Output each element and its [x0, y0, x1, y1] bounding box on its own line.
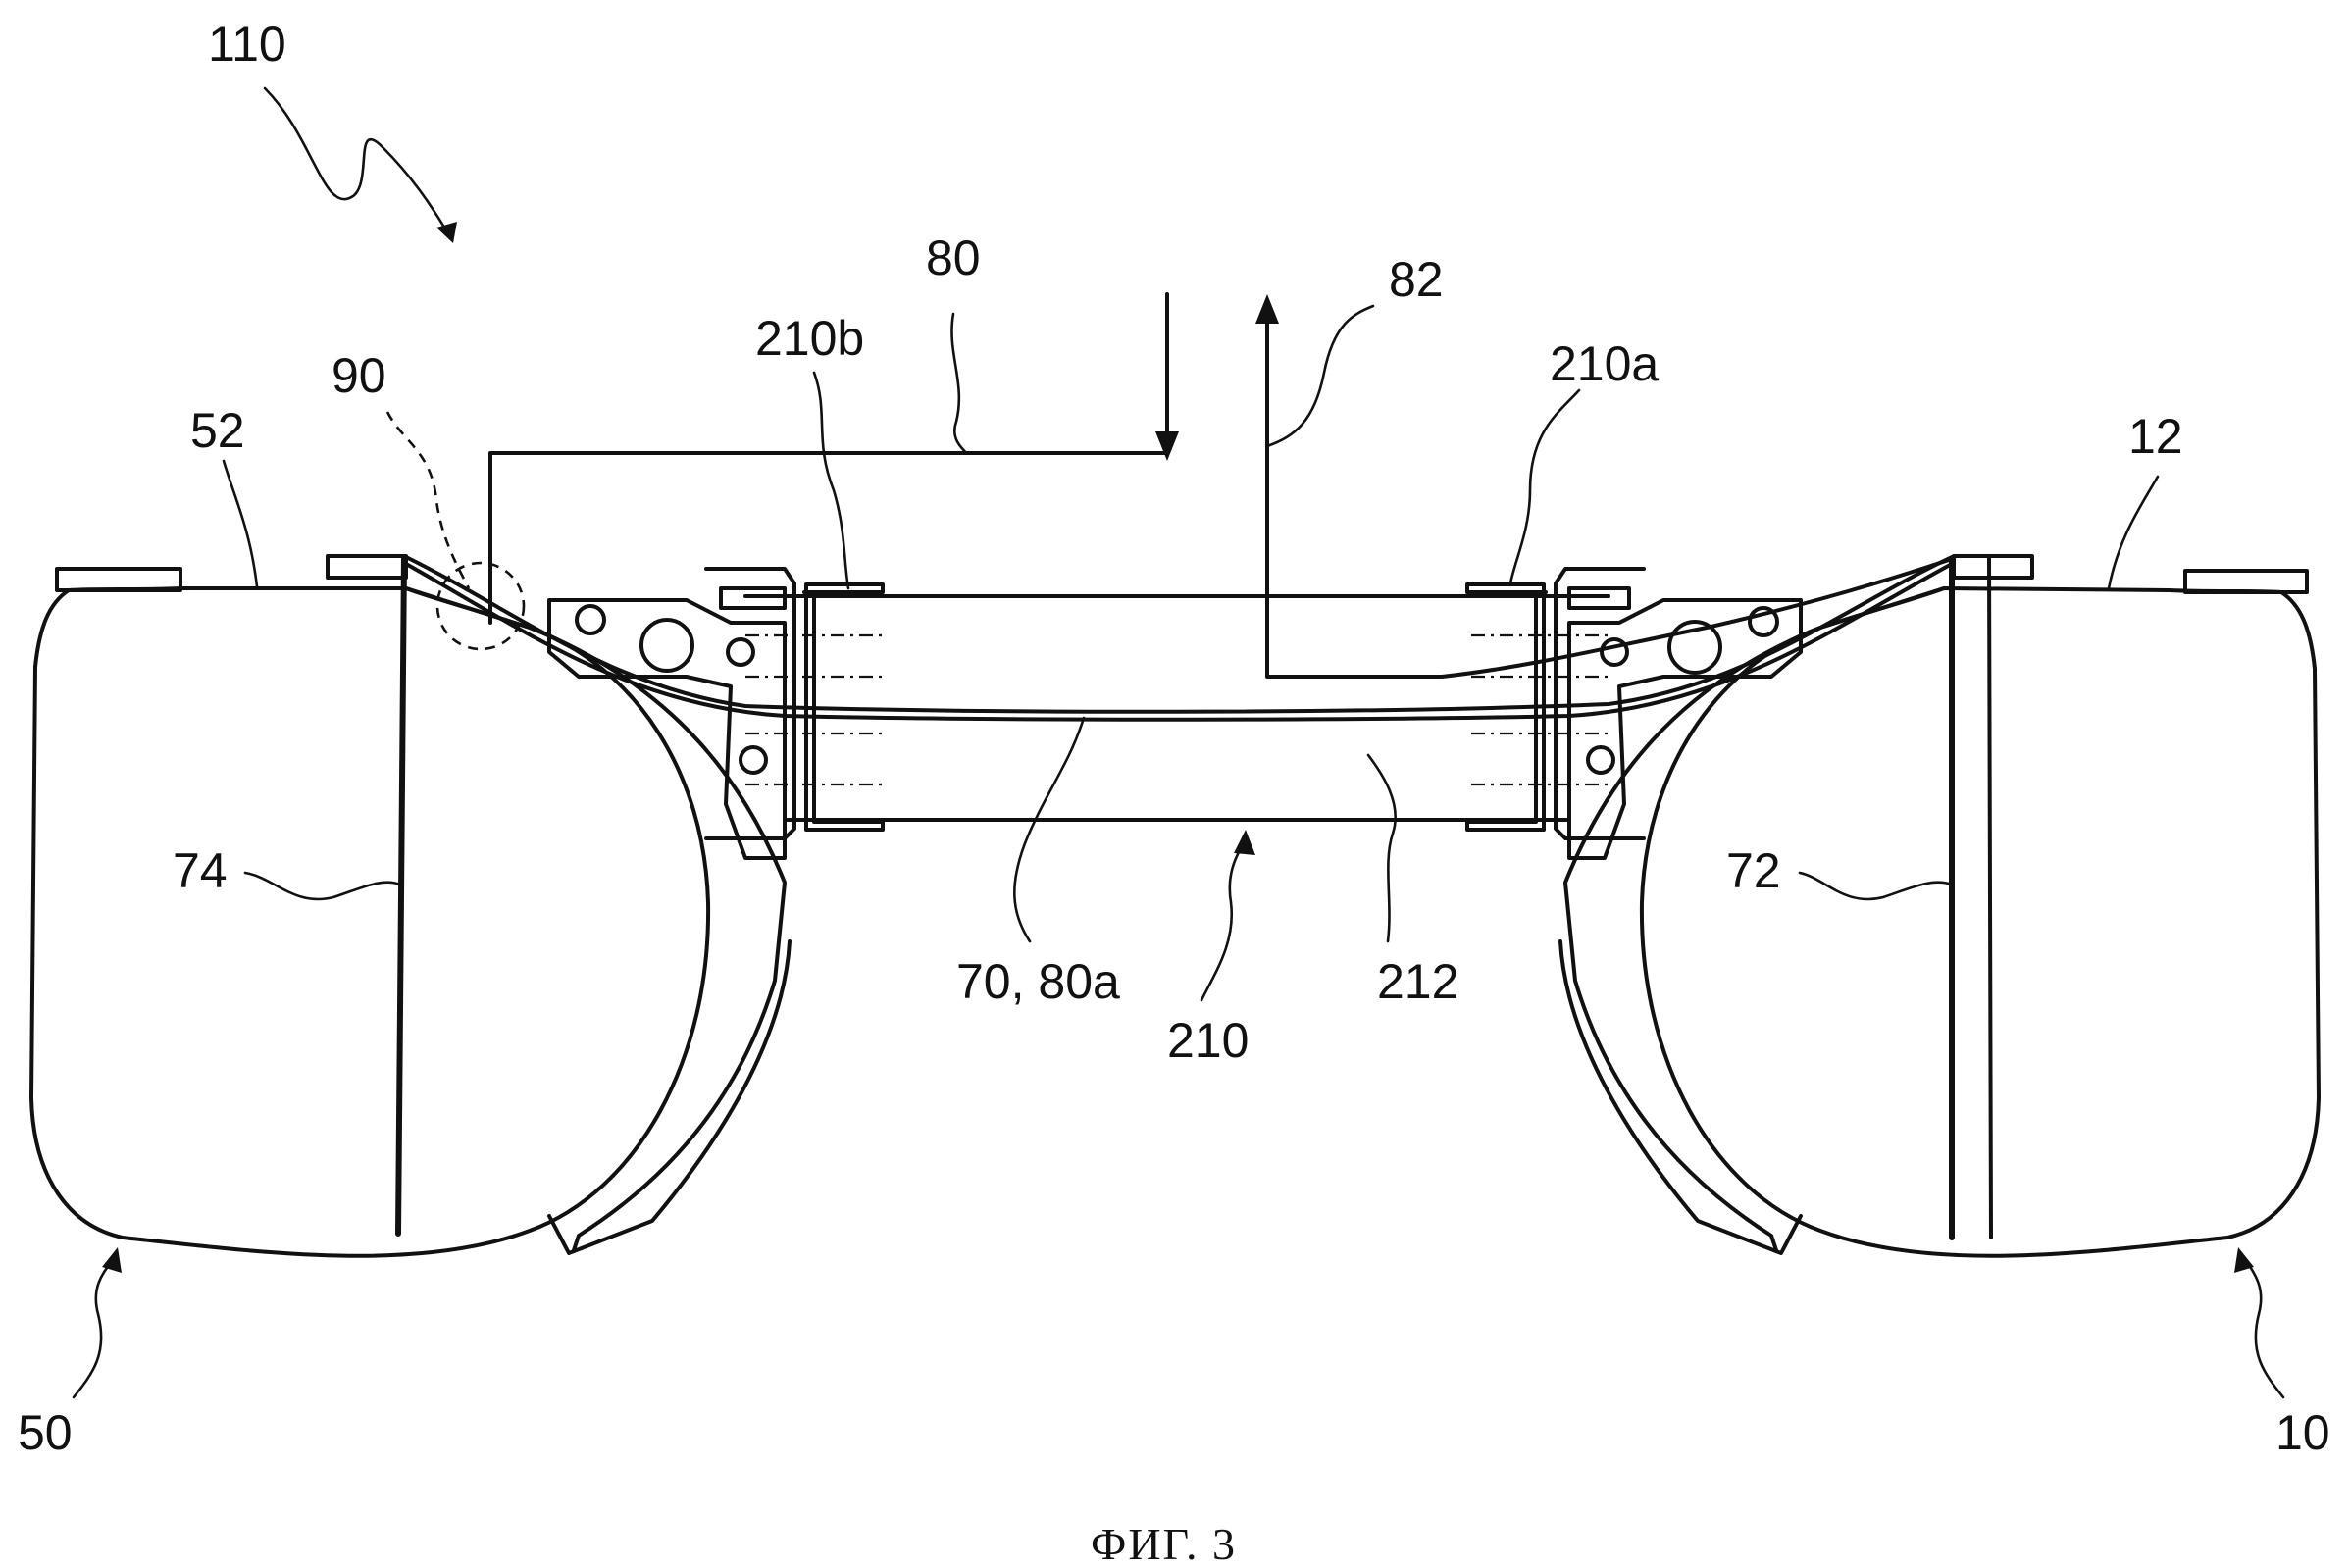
hose-upper-line [404, 555, 1954, 714]
leader-110-arrowhead [436, 222, 457, 243]
label-74: 74 [173, 843, 228, 898]
right-bolt-hole-1 [1748, 606, 1779, 637]
label-70-80a: 70, 80a [956, 954, 1120, 1009]
leader-50 [72, 1258, 115, 1399]
right-outer-cap [2183, 569, 2309, 594]
right-mount-flange [1567, 586, 1631, 610]
leader-10 [2244, 1258, 2285, 1399]
right-baffle-72-inner [1987, 557, 1993, 1239]
leader-110 [263, 86, 448, 232]
hose-lower-line [404, 562, 1954, 722]
left-inner-cap [326, 554, 408, 580]
leader-210b [812, 371, 850, 590]
label-82: 82 [1389, 252, 1444, 307]
label-210b: 210b [755, 311, 864, 366]
right-bolt-hole-3 [1600, 637, 1629, 667]
label-72: 72 [1726, 843, 1781, 898]
leader-212 [1366, 753, 1397, 943]
right-bracket-channel [1465, 582, 1548, 832]
figure-caption: ФИГ. 3 [1091, 1519, 1237, 1568]
leader-12 [2107, 475, 2160, 590]
label-80: 80 [926, 230, 981, 285]
left-bracket-channel [802, 582, 885, 832]
leader-72 [1798, 871, 1954, 901]
label-110: 110 [208, 17, 286, 72]
left-bolt-hole-4 [739, 745, 768, 775]
left-tank-50 [29, 554, 792, 1258]
left-bolt-hole-3 [726, 637, 755, 667]
detail-circle-90 [435, 561, 526, 651]
leader-52 [222, 459, 259, 588]
leader-50-arrowhead [102, 1247, 122, 1273]
leader-210-arrowhead [1234, 830, 1255, 855]
left-bolt-hole-1 [575, 604, 606, 635]
label-10: 10 [2275, 1405, 2330, 1460]
crossover-hose-70-80a [404, 555, 1954, 722]
right-bolt-hole-4 [1586, 745, 1615, 775]
right-inner-cap [1952, 554, 2034, 580]
left-tank-skirt [547, 939, 792, 1255]
reference-numerals: 110 80 82 210b 210a 90 52 12 74 72 70, 8… [18, 17, 2330, 1460]
return-arrow-head [1255, 294, 1279, 324]
leader-210a [1508, 388, 1581, 585]
leader-lines [72, 86, 2285, 1399]
leader-80 [950, 312, 968, 455]
label-52: 52 [190, 403, 245, 458]
label-210a: 210a [1550, 336, 1659, 391]
return-line-82 [1265, 322, 1954, 679]
leader-82 [1265, 304, 1375, 448]
left-mount-flange [719, 586, 787, 610]
left-baffle-74 [395, 554, 407, 1237]
left-bolt-hole-2 [639, 618, 694, 673]
right-mount-plate [1567, 598, 1803, 860]
right-bolt-hole-2 [1667, 620, 1722, 675]
leader-10-arrowhead [2234, 1247, 2254, 1273]
label-90: 90 [332, 348, 386, 403]
label-50: 50 [18, 1405, 73, 1460]
label-210: 210 [1167, 1013, 1249, 1068]
right-tank-body [1639, 586, 2321, 1258]
fuel-lines [488, 292, 1954, 679]
label-12: 12 [2128, 409, 2183, 464]
left-tank-body [29, 586, 711, 1258]
leader-74 [243, 871, 402, 901]
supply-arrow-head [1155, 431, 1179, 461]
right-tank-skirt [1558, 939, 1803, 1255]
right-tank-10 [1558, 554, 2321, 1258]
left-mount-plate [547, 598, 787, 860]
label-212: 212 [1377, 954, 1458, 1009]
leader-90 [385, 411, 471, 589]
leader-70-80a [1013, 716, 1086, 943]
leader-210 [1200, 841, 1246, 1002]
